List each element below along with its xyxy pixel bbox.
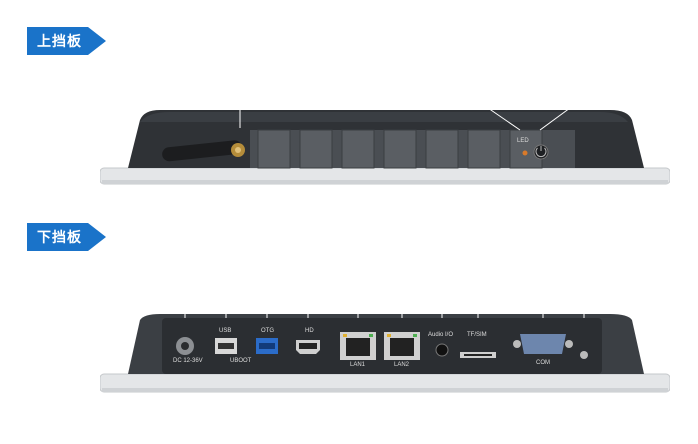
- label-dc: DC 12-36V: [173, 358, 203, 364]
- section-title-top: 上挡板: [27, 27, 88, 55]
- section-tag-bottom: 下挡板: [27, 223, 106, 251]
- label-hd: HD: [305, 328, 314, 334]
- label-otg: OTG: [261, 328, 274, 334]
- top-panel-svg: [99, 100, 671, 185]
- top-panel-image: LED: [99, 100, 671, 190]
- tag-arrow-icon: [88, 27, 106, 55]
- bottom-panel-svg: [99, 310, 671, 393]
- label-uboot: UBOOT: [230, 358, 252, 364]
- bottom-panel-image: DC 12-36V USB UBOOT OTG HD LAN1 LAN2 Aud…: [99, 310, 671, 400]
- label-lan2: LAN2: [394, 362, 410, 368]
- section-title-bottom: 下挡板: [27, 223, 88, 251]
- label-tfsim: TF/SIM: [467, 332, 487, 338]
- label-audio: Audio I/O: [428, 332, 454, 338]
- label-usb: USB: [219, 328, 232, 334]
- label-lan1: LAN1: [350, 362, 366, 368]
- label-com: COM: [536, 360, 550, 366]
- section-tag-top: 上挡板: [27, 27, 106, 55]
- tag-arrow-icon: [88, 223, 106, 251]
- led-label: LED: [517, 138, 529, 144]
- led-indicator: [522, 150, 528, 156]
